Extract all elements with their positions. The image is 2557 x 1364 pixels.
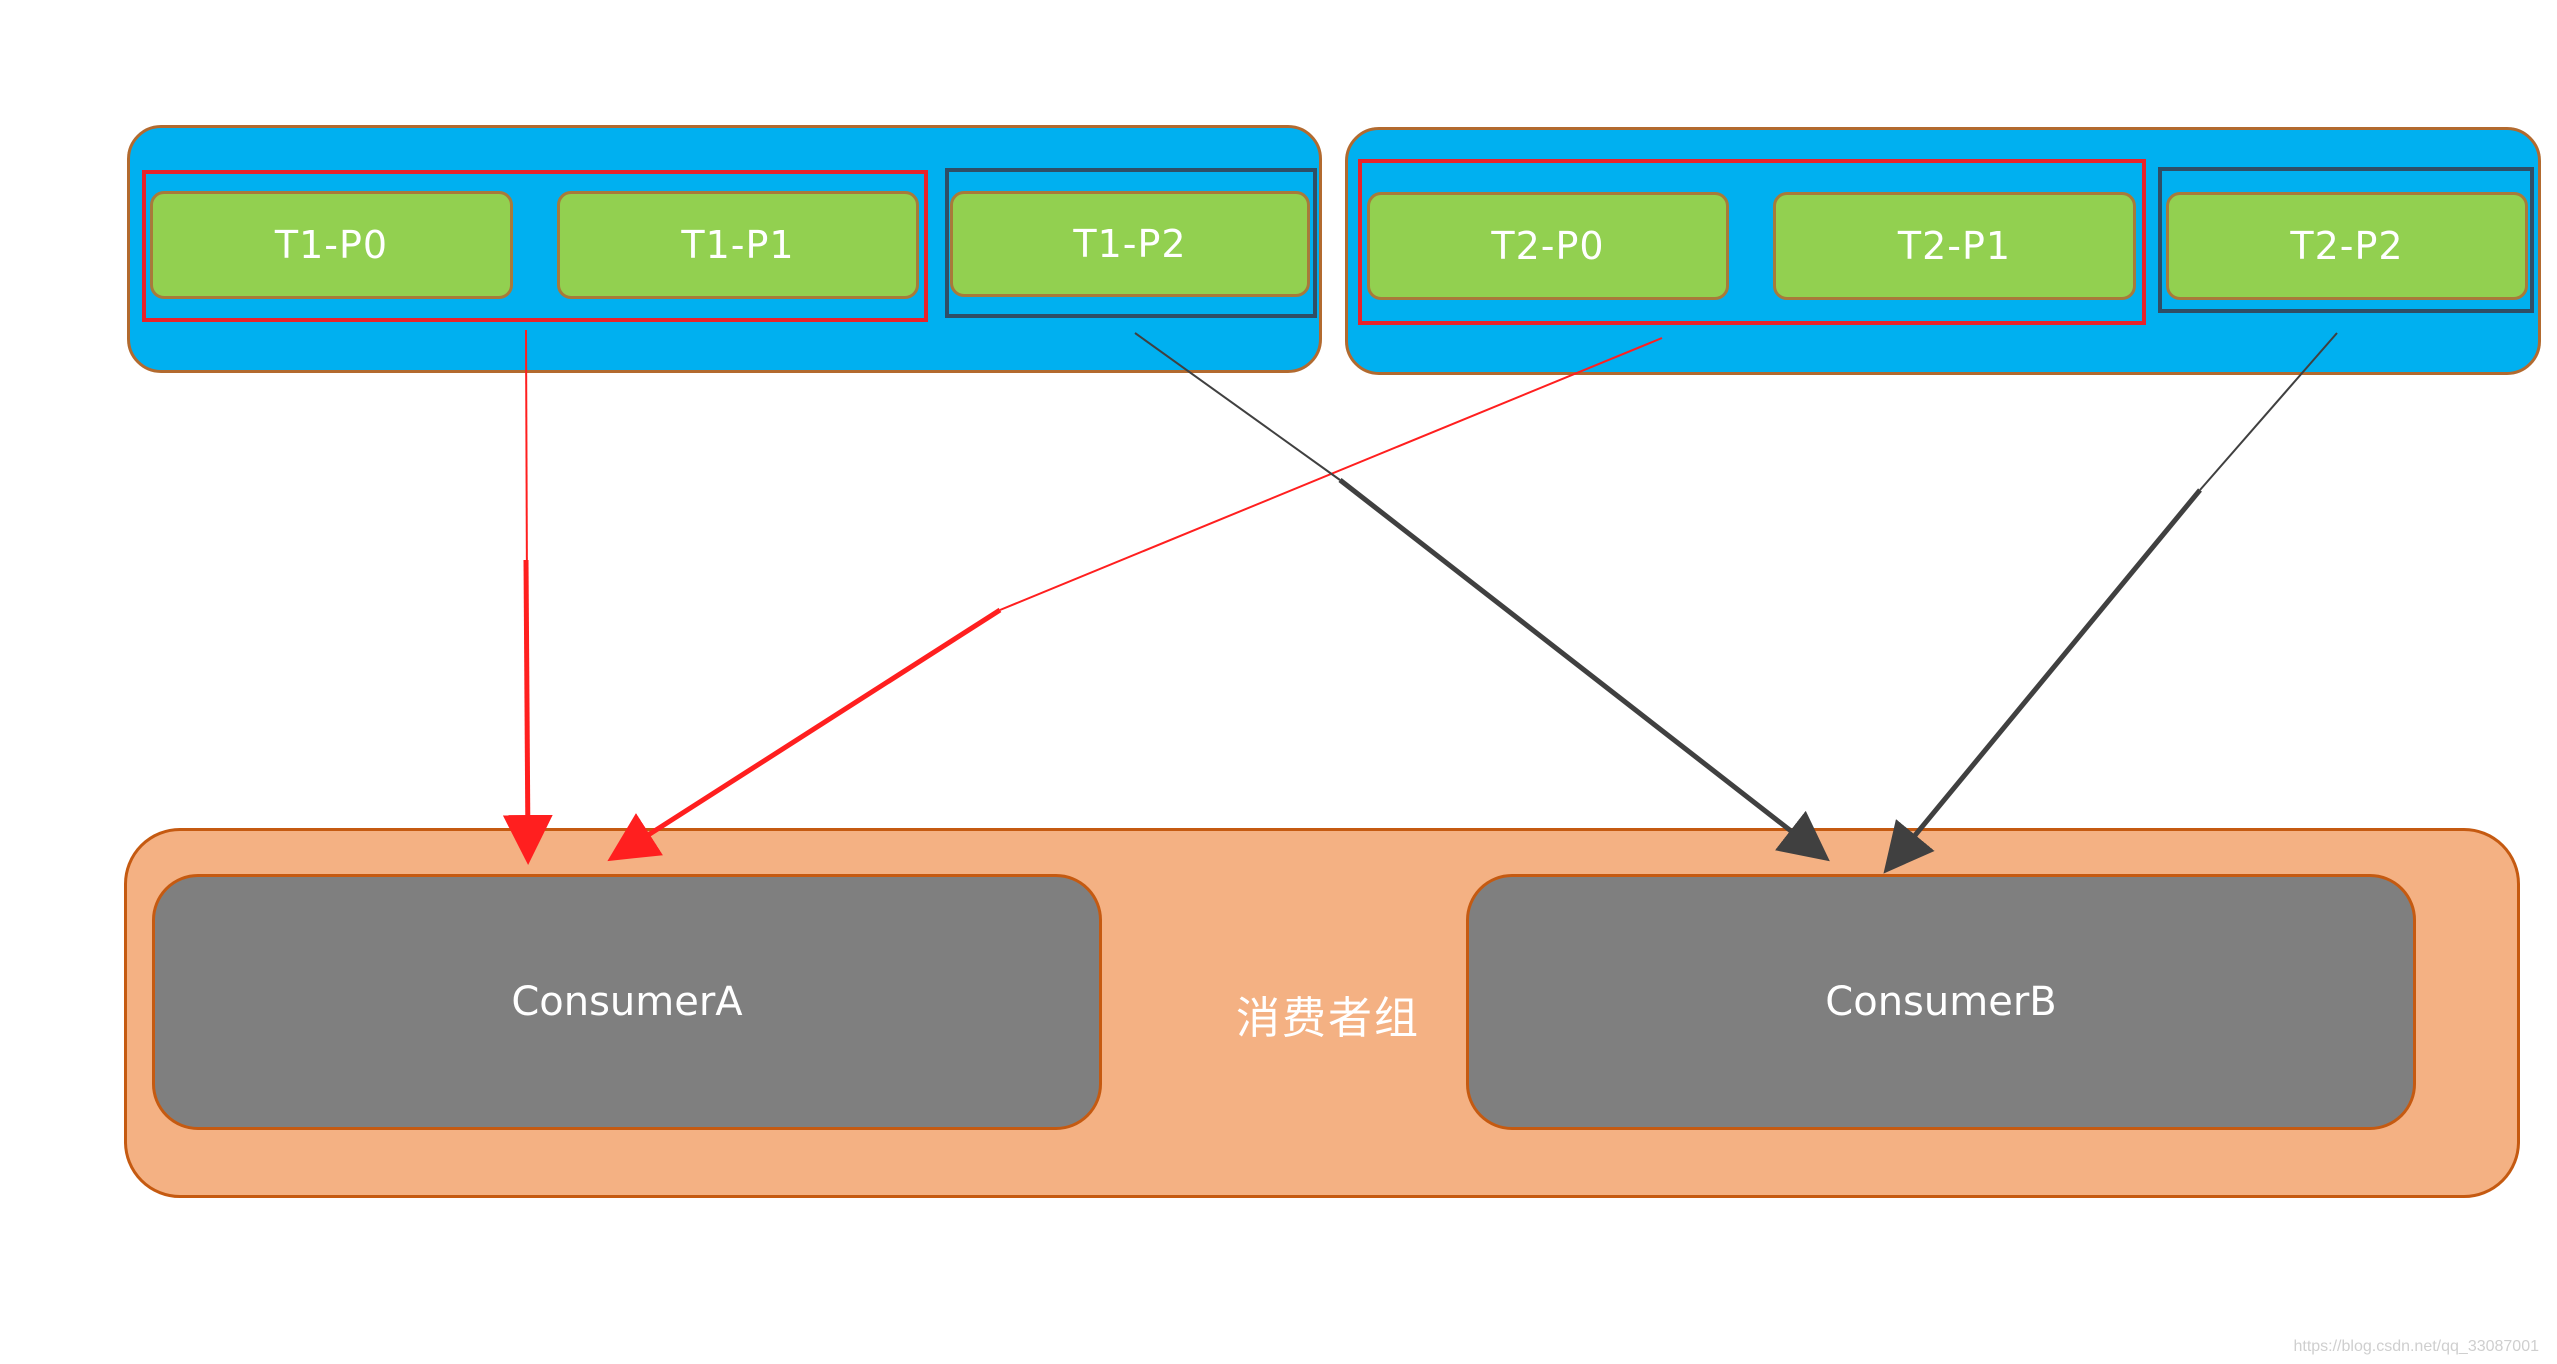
partition-t2-p2: T2-P2 (2166, 192, 2528, 300)
partition-t2-p1: T2-P1 (1773, 192, 2136, 300)
watermark-url: https://blog.csdn.net/qq_33087001 (2293, 1338, 2539, 1355)
partition-t1-p1: T1-P1 (557, 191, 919, 299)
arrow-t2-to-consumer-a (999, 337, 1663, 611)
arrow-t1-to-consumer-a (525, 329, 529, 859)
consumer-b: ConsumerB (1466, 874, 2416, 1130)
t2-consumer-b-partition-group (2158, 167, 2534, 313)
consumer-group-label: 消费者组 (1236, 993, 1420, 1044)
partition-t2-p0: T2-P0 (1367, 192, 1729, 300)
partition-t1-p0: T1-P0 (150, 191, 513, 299)
t2-consumer-a-partition-group (1358, 159, 2146, 325)
t1-consumer-b-partition-group (945, 168, 1317, 318)
partition-t1-p2: T1-P2 (950, 191, 1310, 297)
t1-consumer-a-partition-group (142, 170, 928, 322)
consumer-a: ConsumerA (152, 874, 1102, 1130)
